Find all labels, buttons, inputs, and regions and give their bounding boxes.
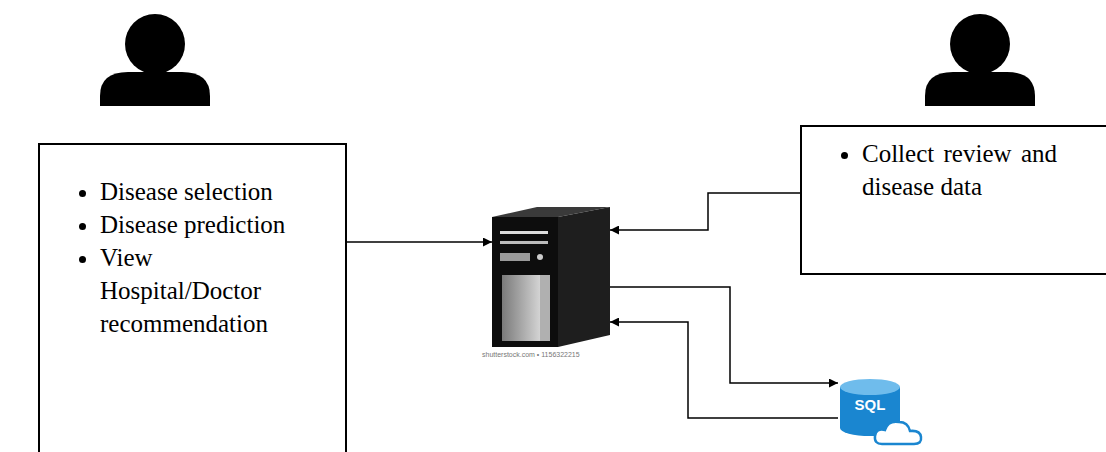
bullet-item: Collect review and disease data [862,137,1057,203]
bullet-list: Collect review and disease data [818,137,1057,203]
bullet-item: Disease selection [100,175,290,208]
user-panel: Disease selectionDisease predictionView … [38,143,347,452]
person-icon [100,14,210,106]
person-icon [925,14,1035,106]
connector-arrow [347,241,492,243]
connector-arrow [610,193,800,230]
bullet-item: Disease prediction [100,208,290,241]
connector-arrow [610,322,838,418]
database-label: SQL [838,396,902,413]
database-node: SQL [838,378,902,440]
bullet-item: View Hospital/Doctor recommendation [100,241,290,340]
database-icon [838,378,928,448]
server-illustration [492,207,610,347]
admin-panel: Collect review and disease data [800,125,1106,275]
server-node: shutterstock.com • 1156322215 [492,207,610,347]
bullet-list: Disease selectionDisease predictionView … [56,175,290,340]
watermark: shutterstock.com • 1156322215 [482,351,580,358]
connector-arrow [610,287,838,383]
